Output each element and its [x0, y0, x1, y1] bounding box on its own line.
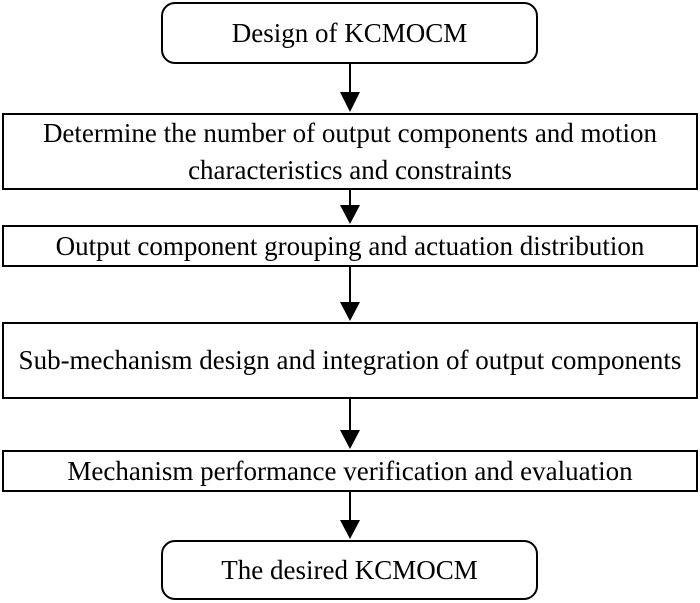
end-node-label: The desired KCMOCM: [221, 554, 478, 585]
step-performance-verification-label: Mechanism performance verification and e…: [67, 455, 633, 486]
start-node-label: Design of KCMOCM: [231, 17, 468, 48]
step-determine-outputs-label: Determine the number of output component…: [42, 117, 658, 185]
step-determine-outputs: Determine the number of output component…: [2, 113, 698, 190]
arrow-step3-to-step4: [340, 399, 360, 449]
arrow-start-to-step1: [340, 64, 360, 112]
step-sub-mechanism-design: Sub-mechanism design and integration of …: [2, 322, 698, 399]
end-node: The desired KCMOCM: [161, 540, 538, 600]
step-grouping-actuation: Output component grouping and actuation …: [2, 225, 698, 267]
step-performance-verification: Mechanism performance verification and e…: [2, 450, 698, 492]
arrow-step1-to-step2: [340, 190, 360, 224]
start-node: Design of KCMOCM: [161, 2, 538, 64]
step-grouping-actuation-label: Output component grouping and actuation …: [55, 230, 645, 261]
arrow-step2-to-step3: [340, 267, 360, 321]
arrow-step4-to-end: [340, 492, 360, 539]
step-sub-mechanism-design-label: Sub-mechanism design and integration of …: [18, 345, 682, 375]
